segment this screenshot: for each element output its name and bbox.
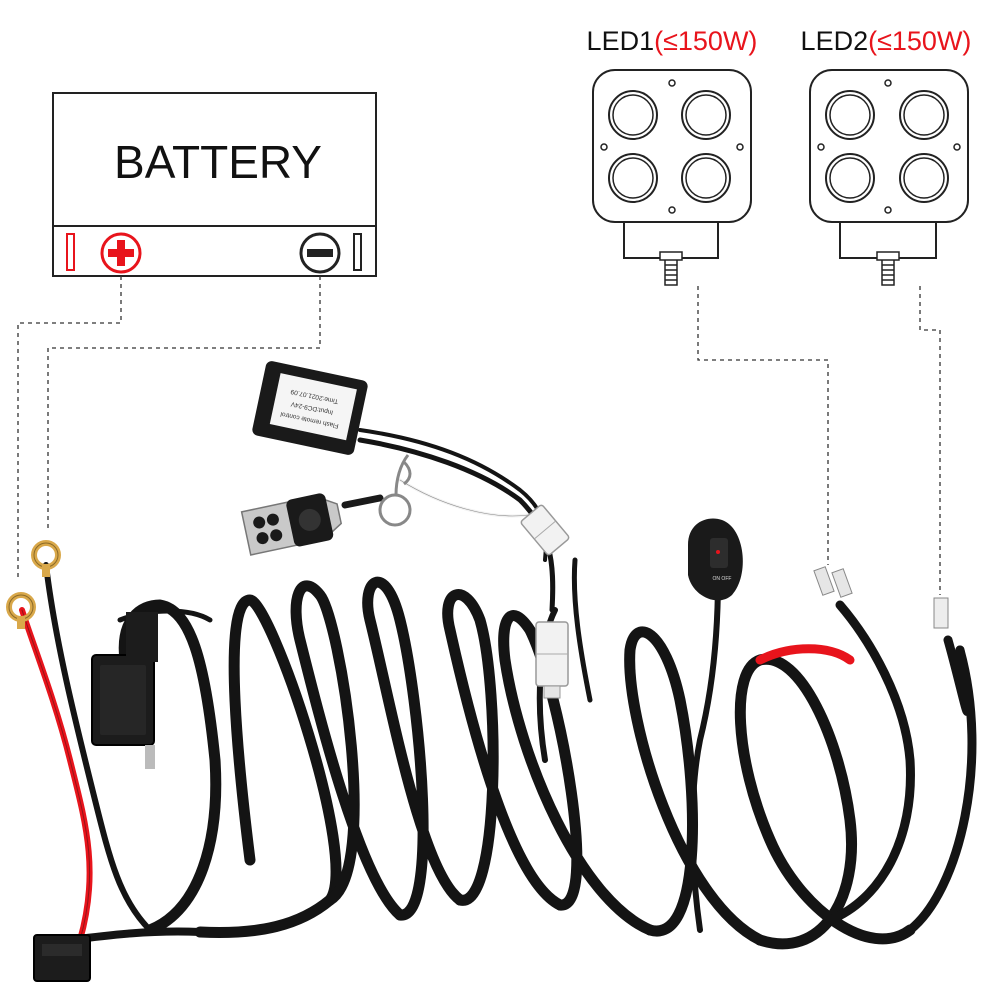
red-led-wire: [755, 644, 855, 665]
lanyard-clip: [394, 454, 412, 496]
negative-terminal-mark: [353, 233, 362, 271]
battery: BATTERY: [52, 92, 377, 277]
remote-key-fob: [240, 454, 412, 556]
led2-name: LED2: [801, 26, 869, 56]
battery-title: BATTERY: [114, 136, 322, 188]
positive-guide-line: [17, 276, 122, 580]
led2-label: LED2(≤150W): [801, 26, 972, 56]
black-negative-wire: [43, 562, 153, 933]
switch-cable: [689, 575, 721, 933]
led2-lamp: [809, 69, 969, 286]
led2-spade-connector: [933, 597, 949, 629]
negative-ring-terminal: [31, 540, 61, 577]
white-connector-bottom: [535, 621, 569, 699]
led1-rating: (≤150W): [654, 26, 757, 56]
led2-guide-line: [919, 286, 941, 595]
remote-controller-box: Flash remote control Input:DC9-24V Time:…: [252, 361, 368, 455]
svg-text:LED1(≤150W): LED1(≤150W): [587, 26, 758, 56]
on-off-switch: ON OFF: [688, 518, 743, 601]
led1-lead-wire: [825, 600, 915, 925]
positive-terminal-mark: [66, 233, 75, 271]
positive-ring-terminal: [6, 592, 36, 629]
negative-guide-line: [47, 276, 321, 528]
negative-terminal-icon: [299, 232, 341, 274]
led1-lamp: [592, 69, 752, 286]
key-ring: [378, 493, 412, 527]
relay: [91, 612, 158, 769]
switch-label: ON OFF: [713, 576, 732, 582]
svg-text:LED2(≤150W): LED2(≤150W): [801, 26, 972, 56]
fuse-holder: [33, 934, 91, 982]
controller-cable: [357, 437, 556, 613]
led1-name: LED1: [587, 26, 655, 56]
positive-terminal-icon: [100, 232, 142, 274]
led1-label: LED1(≤150W): [587, 26, 758, 56]
led1-spade-connectors: [813, 566, 853, 598]
connection-guides: [17, 276, 941, 595]
led1-guide-line: [697, 286, 829, 565]
white-connector-top: [520, 504, 570, 556]
wire-harness: [19, 428, 977, 950]
red-positive-wire: [19, 607, 93, 943]
led2-rating: (≤150W): [868, 26, 971, 56]
